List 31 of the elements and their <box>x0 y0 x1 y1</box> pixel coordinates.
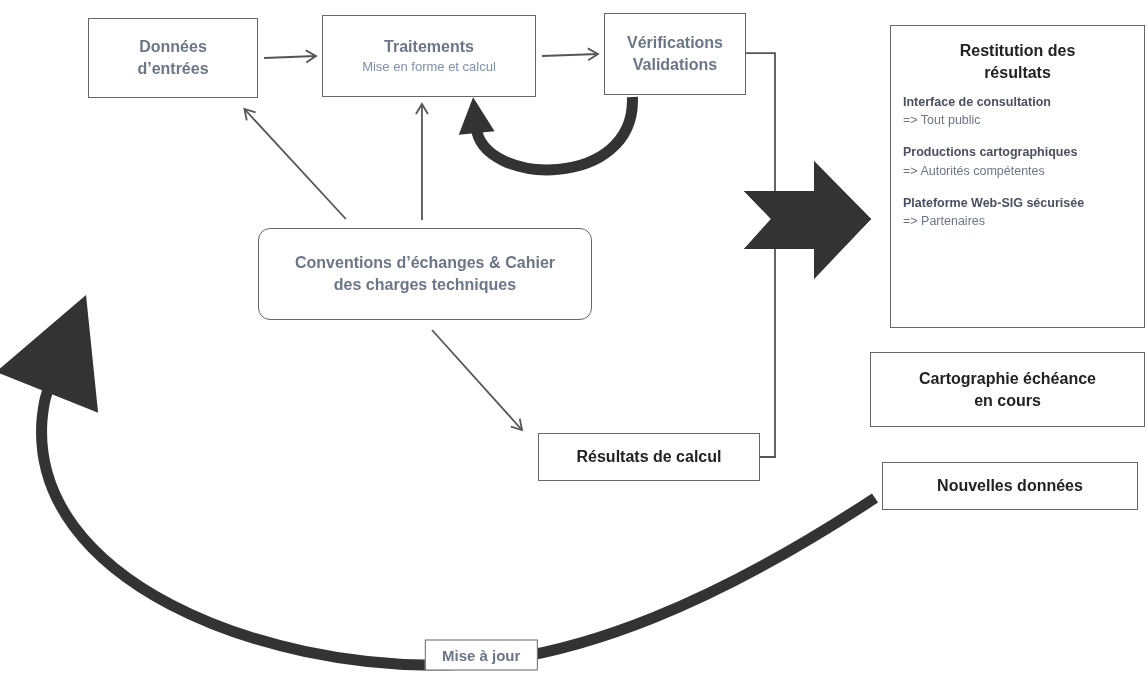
edge-label: Mise à jour <box>425 639 538 671</box>
process-box <box>882 462 1138 510</box>
list-text: Interface de consultation <box>903 94 1051 112</box>
process-box <box>890 25 1145 328</box>
rounded-box <box>258 228 592 320</box>
process-box <box>870 352 1145 427</box>
process-box <box>538 433 760 481</box>
process-box <box>88 18 258 98</box>
node-title: Restitution des résultats <box>958 41 1077 83</box>
node-title: Nouvelles données <box>937 476 1083 497</box>
list-text: => Partenaires <box>903 212 985 230</box>
node-title: Données d’entrées <box>136 37 210 79</box>
curved-arrow <box>0 294 878 671</box>
node-title: Traitements <box>384 37 474 58</box>
node-title: Résultats de calcul <box>576 447 722 468</box>
list-text: => Tout public <box>903 112 981 130</box>
arrow <box>541 47 599 62</box>
arrow <box>263 49 317 64</box>
process-box <box>322 15 536 97</box>
arrow <box>243 108 347 220</box>
node-title: Cartographie échéance en cours <box>918 368 1097 411</box>
list-text: => Autorités compétentes <box>903 162 1045 180</box>
node-title: Conventions d’échanges & Cahier des charges techniques <box>295 253 555 295</box>
arrow <box>431 329 523 431</box>
subtitle: Mise en forme et calcul <box>362 58 496 76</box>
node-title: Vérifications Validations <box>626 33 724 75</box>
arrow <box>415 103 429 221</box>
list-text: Plateforme Web-SIG sécurisée <box>903 194 1085 212</box>
curved-arrow <box>460 96 638 175</box>
list-text: Productions cartographiques <box>903 144 1078 162</box>
process-box <box>604 13 746 95</box>
